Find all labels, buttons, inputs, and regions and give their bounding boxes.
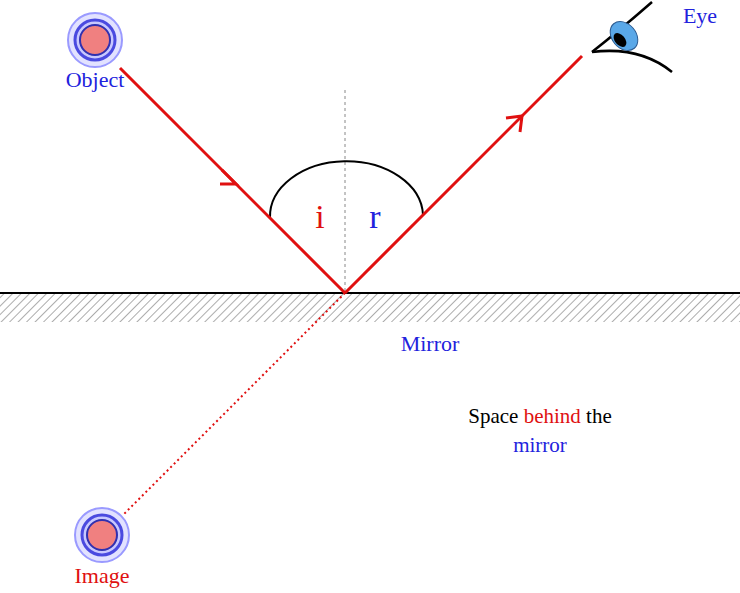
note-word: Space bbox=[468, 404, 518, 428]
angle-arc bbox=[270, 161, 423, 218]
mirror-surface bbox=[0, 292, 740, 294]
image-ball bbox=[75, 508, 129, 562]
eye-symbol bbox=[592, 2, 672, 72]
reflection-angle-label: r bbox=[369, 198, 380, 235]
ray-arrowhead bbox=[220, 170, 236, 184]
normal-line bbox=[345, 90, 346, 292]
virtual-ray bbox=[124, 293, 345, 514]
incidence-angle-label: i bbox=[315, 198, 324, 235]
mirror-hatching bbox=[0, 294, 740, 322]
note-word: the bbox=[586, 404, 612, 428]
incident-ray bbox=[120, 68, 345, 293]
mirror-label: Mirror bbox=[401, 332, 460, 356]
behind-mirror-note: Space behind the mirror bbox=[465, 402, 615, 461]
note-word: mirror bbox=[513, 433, 567, 457]
eye-label: Eye bbox=[683, 4, 717, 28]
reflected-ray bbox=[345, 56, 582, 293]
object-ball bbox=[68, 13, 122, 67]
ray-arrowhead bbox=[506, 116, 522, 132]
object-label: Object bbox=[66, 68, 125, 92]
image-label: Image bbox=[75, 564, 130, 588]
note-word: behind bbox=[524, 404, 581, 428]
